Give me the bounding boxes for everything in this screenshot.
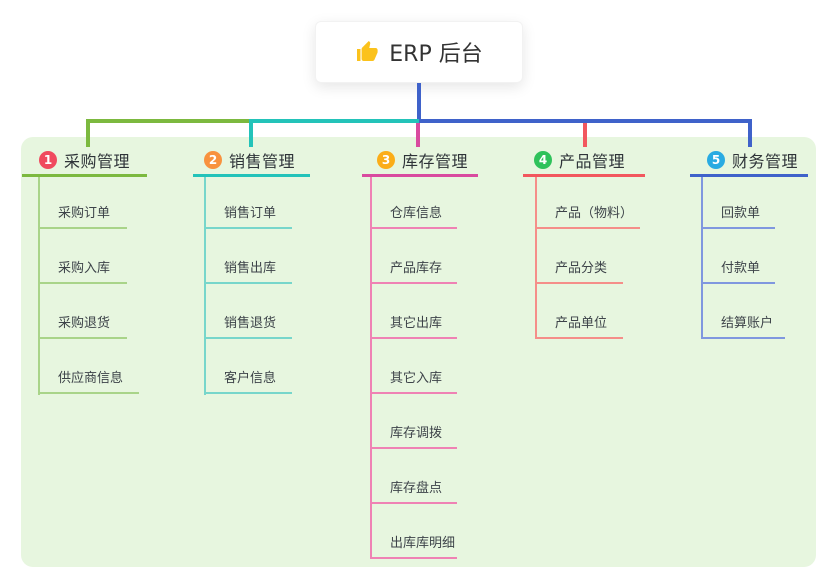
child-node[interactable]: 采购入库 [38,254,127,284]
child-node-label: 供应商信息 [58,371,124,386]
child-node[interactable]: 出库库明细 [370,529,457,559]
child-node-label: 产品（物料） [555,206,634,221]
child-node-label: 库存调拨 [390,426,443,441]
child-node-label: 其它出库 [390,316,443,331]
child-node-label: 产品分类 [555,261,608,276]
branch-underline [690,174,808,177]
child-node-label: 库存盘点 [390,481,443,496]
child-node-label: 产品库存 [390,261,443,276]
branch-node[interactable]: 2 销售管理 [204,150,296,171]
child-node[interactable]: 销售订单 [204,199,292,229]
child-node[interactable]: 销售退货 [204,309,292,339]
child-node[interactable]: 产品分类 [535,254,623,284]
child-node[interactable]: 采购退货 [38,309,127,339]
branch-number-badge: 4 [534,151,552,169]
branch-node[interactable]: 1 采购管理 [39,150,131,171]
child-node-label: 采购订单 [58,206,111,221]
branches-background-panel [21,137,816,567]
branch-underline [362,174,478,177]
child-node-label: 付款单 [721,261,761,276]
branch-node[interactable]: 5 财务管理 [707,150,799,171]
child-node-label: 其它入库 [390,371,443,386]
connector-line [86,119,254,123]
root-node[interactable]: ERP 后台 [315,21,523,83]
child-node[interactable]: 结算账户 [701,309,785,339]
child-node[interactable]: 其它出库 [370,309,457,339]
branch-underline [22,174,147,177]
child-node-label: 客户信息 [224,371,277,386]
children-connector-line [701,177,703,339]
child-node-label: 仓库信息 [390,206,443,221]
connector-line [249,119,253,147]
connector-line [419,119,752,123]
child-node-label: 采购退货 [58,316,111,331]
children-connector-line [204,177,206,395]
children-connector-line [370,177,372,559]
branch-label: 产品管理 [559,152,626,171]
branch-number-badge: 5 [707,151,725,169]
child-node[interactable]: 仓库信息 [370,199,457,229]
child-node[interactable]: 销售出库 [204,254,292,284]
branch-label: 库存管理 [402,152,469,171]
child-node[interactable]: 库存盘点 [370,474,457,504]
connector-line [252,119,421,123]
branch-underline [523,174,645,177]
child-node[interactable]: 产品单位 [535,309,623,339]
child-node-label: 出库库明细 [390,536,456,551]
child-node[interactable]: 采购订单 [38,199,127,229]
connector-line [748,119,752,147]
root-connector-line [417,83,421,121]
child-node[interactable]: 客户信息 [204,364,292,394]
child-node[interactable]: 其它入库 [370,364,457,394]
branch-number-badge: 3 [377,151,395,169]
child-node[interactable]: 付款单 [701,254,775,284]
child-node-label: 结算账户 [721,316,774,331]
branch-underline [193,174,310,177]
child-node[interactable]: 供应商信息 [38,364,139,394]
connector-line [86,119,90,147]
child-node[interactable]: 库存调拨 [370,419,457,449]
connector-line [416,123,420,147]
branch-label: 销售管理 [229,152,296,171]
child-node[interactable]: 回款单 [701,199,775,229]
child-node-label: 采购入库 [58,261,111,276]
root-node-label: ERP 后台 [389,42,483,67]
connector-line [583,123,587,147]
child-node-label: 销售退货 [224,316,277,331]
branch-label: 采购管理 [64,152,131,171]
children-connector-line [38,177,40,395]
child-node-label: 销售出库 [224,261,277,276]
branch-number-badge: 2 [204,151,222,169]
child-node-label: 回款单 [721,206,761,221]
child-node-label: 产品单位 [555,316,608,331]
child-node[interactable]: 产品库存 [370,254,457,284]
branch-node[interactable]: 3 库存管理 [377,150,469,171]
children-connector-line [535,177,537,339]
child-node[interactable]: 产品（物料） [535,199,640,229]
thumbs-up-icon [355,40,379,64]
branch-number-badge: 1 [39,151,57,169]
branch-node[interactable]: 4 产品管理 [534,150,626,171]
branch-label: 财务管理 [732,152,799,171]
child-node-label: 销售订单 [224,206,277,221]
